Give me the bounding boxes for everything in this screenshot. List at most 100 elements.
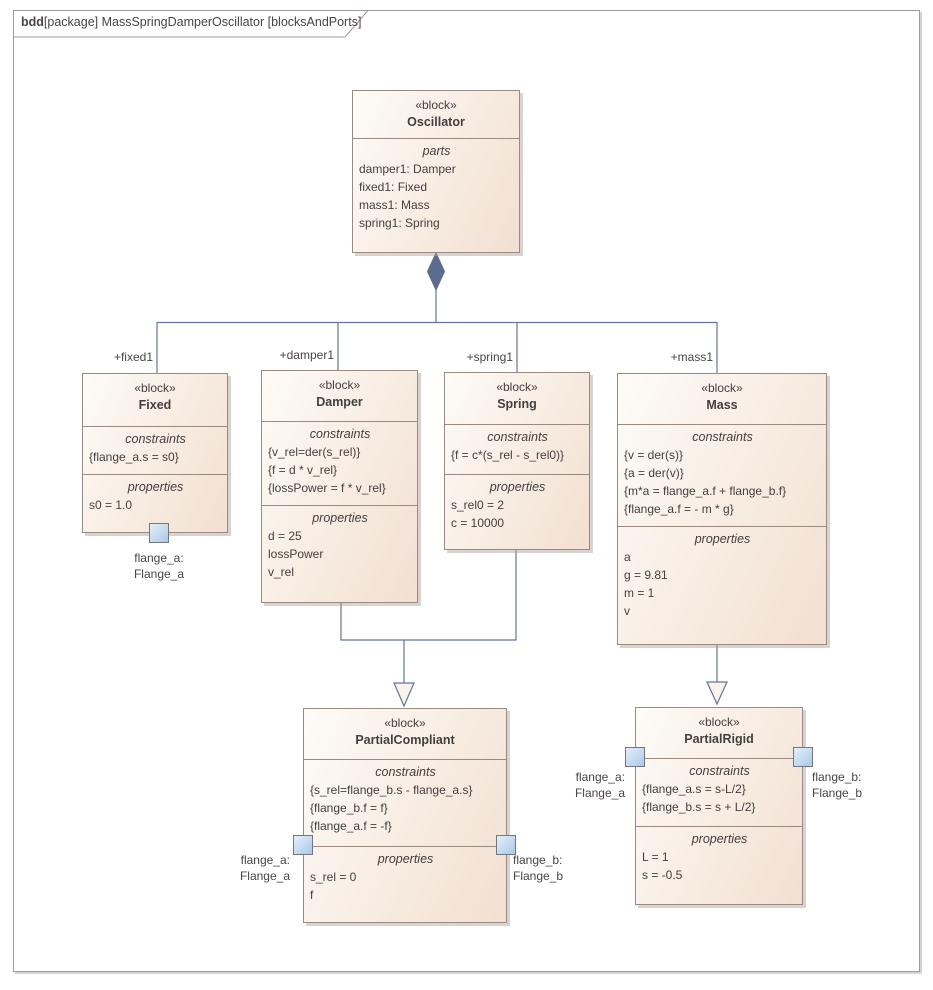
compartment-label-properties: properties: [691, 832, 748, 846]
compartment-label-properties: properties: [127, 480, 184, 494]
stereotype-keyword: «block»: [698, 715, 740, 729]
composition-connector[interactable]: [156, 290, 718, 373]
port-fixed-flange-a[interactable]: [149, 523, 169, 543]
constraint-line: {f = d * v_rel}: [268, 463, 338, 477]
properties-compartment: properties s0 = 1.0: [83, 474, 227, 532]
property-line: s0 = 1.0: [89, 498, 133, 512]
port-compliant-flange-a[interactable]: [293, 835, 313, 855]
property-line: v: [624, 604, 630, 618]
properties-compartment: properties a g = 9.81 m = 1 v: [618, 526, 826, 644]
block-title: «block» PartialRigid: [636, 708, 802, 758]
compartment-label-constraints: constraints: [689, 764, 750, 778]
property-line: f: [310, 888, 314, 902]
generalization-arrow-compliant[interactable]: [393, 682, 415, 708]
compartment-label-constraints: constraints: [692, 430, 753, 444]
part-line: spring1: Spring: [359, 216, 440, 230]
block-title: «block» Oscillator: [353, 91, 519, 138]
stereotype-keyword: «block»: [318, 378, 361, 392]
constraints-compartment: constraints {v = der(s)} {a = der(v)} {m…: [618, 424, 826, 526]
role-label-damper1: +damper1: [279, 348, 334, 362]
port-name: flange_b:: [513, 853, 563, 867]
port-rigid-flange-b[interactable]: [793, 747, 813, 767]
frame-header-tab: [13, 10, 370, 38]
frame-keyword: bdd: [21, 15, 44, 29]
block-title: «block» PartialCompliant: [304, 709, 506, 759]
compartment-label-properties: properties: [312, 511, 368, 525]
diagram-frame: [13, 10, 920, 972]
role-label-mass1: +mass1: [670, 350, 713, 364]
block-title: «block» Damper: [262, 371, 417, 421]
property-line: s_rel = 0: [310, 870, 357, 884]
block-title: «block» Spring: [445, 373, 589, 424]
port-name: flange_a:: [240, 853, 290, 867]
generalization-connector-compliant[interactable]: [340, 550, 517, 683]
constraint-line: {s_rel=flange_b.s - flange_a.s}: [310, 783, 473, 797]
port-compliant-flange-b[interactable]: [496, 835, 516, 855]
port-rigid-flange-a[interactable]: [625, 747, 645, 767]
compartment-label-constraints: constraints: [309, 427, 371, 441]
compartment-label-properties: properties: [377, 852, 434, 866]
constraint-line: {f = c*(s_rel - s_rel0)}: [451, 448, 565, 462]
properties-compartment: properties d = 25 lossPower v_rel: [262, 505, 417, 602]
property-line: L = 1: [642, 850, 669, 864]
port-type: Flange_a: [133, 567, 185, 581]
composition-diamond[interactable]: [426, 251, 446, 292]
role-label-fixed1: +fixed1: [113, 350, 153, 364]
block-title: «block» Mass: [618, 374, 826, 424]
property-line: d = 25: [268, 529, 302, 543]
property-line: v_rel: [268, 565, 295, 579]
property-line: s = -0.5: [642, 868, 683, 882]
frame-header-label: bdd[package] MassSpringDamperOscillator …: [21, 15, 361, 29]
block-name: Spring: [497, 397, 537, 411]
block-fixed[interactable]: «block» Fixed constraints {flange_a.s = …: [82, 373, 228, 533]
constraints-compartment: constraints {s_rel=flange_b.s - flange_a…: [304, 759, 506, 846]
parts-compartment: parts damper1: Damper fixed1: Fixed mass…: [353, 138, 519, 253]
block-spring[interactable]: «block» Spring constraints {f = c*(s_rel…: [444, 372, 590, 550]
frame-title: [package] MassSpringDamperOscillator [bl…: [43, 15, 362, 29]
compartment-label-properties: properties: [694, 532, 751, 546]
constraint-line: {flange_a.f = -f}: [310, 819, 392, 833]
compartment-label-constraints: constraints: [487, 430, 548, 444]
block-partial-rigid[interactable]: «block» PartialRigid constraints {flange…: [635, 707, 803, 905]
properties-compartment: properties s_rel = 0 f: [304, 846, 506, 922]
stereotype-keyword: «block»: [384, 716, 426, 730]
block-name: Fixed: [138, 398, 172, 412]
constraint-line: {v = der(s)}: [624, 448, 684, 462]
properties-compartment: properties s_rel0 = 2 c = 10000: [445, 474, 589, 549]
generalization-arrow-rigid[interactable]: [706, 681, 728, 706]
compartment-label-constraints: constraints: [375, 765, 436, 779]
stereotype-keyword: «block»: [701, 381, 743, 395]
port-label-compliant-flange-b: flange_b: Flange_b: [513, 852, 595, 884]
block-damper[interactable]: «block» Damper constraints {v_rel=der(s_…: [261, 370, 418, 603]
compartment-label-constraints: constraints: [125, 432, 186, 446]
constraint-line: {flange_b.f = f}: [310, 801, 388, 815]
block-partial-compliant[interactable]: «block» PartialCompliant constraints {s_…: [303, 708, 507, 923]
stereotype-keyword: «block»: [415, 98, 457, 112]
property-line: g = 9.81: [624, 568, 668, 582]
port-type: Flange_b: [812, 786, 863, 800]
block-mass[interactable]: «block» Mass constraints {v = der(s)} {a…: [617, 373, 827, 645]
property-line: lossPower: [268, 547, 324, 561]
constraints-compartment: constraints {f = c*(s_rel - s_rel0)}: [445, 424, 589, 474]
block-title: «block» Fixed: [83, 374, 227, 426]
constraints-compartment: constraints {v_rel=der(s_rel)} {f = d * …: [262, 421, 417, 505]
constraint-line: {lossPower = f * v_rel}: [268, 481, 386, 495]
port-type: Flange_a: [239, 869, 290, 883]
block-name: Damper: [316, 395, 363, 409]
compartment-label-parts: parts: [422, 144, 451, 158]
part-line: damper1: Damper: [359, 162, 456, 176]
property-line: m = 1: [624, 586, 655, 600]
port-name: flange_a:: [134, 551, 184, 565]
port-label-compliant-flange-a: flange_a: Flange_a: [208, 852, 290, 884]
properties-compartment: properties L = 1 s = -0.5: [636, 826, 802, 904]
constraints-compartment: constraints {flange_a.s = s-L/2} {flange…: [636, 758, 802, 826]
port-type: Flange_a: [574, 786, 625, 800]
block-name: Oscillator: [407, 115, 465, 129]
property-line: c = 10000: [451, 516, 505, 530]
constraint-line: {flange_a.s = s-L/2}: [642, 782, 746, 796]
block-oscillator[interactable]: «block» Oscillator parts damper1: Damper…: [352, 90, 520, 253]
part-line: fixed1: Fixed: [359, 180, 428, 194]
port-label-fixed-flange-a: flange_a: Flange_a: [116, 550, 202, 582]
